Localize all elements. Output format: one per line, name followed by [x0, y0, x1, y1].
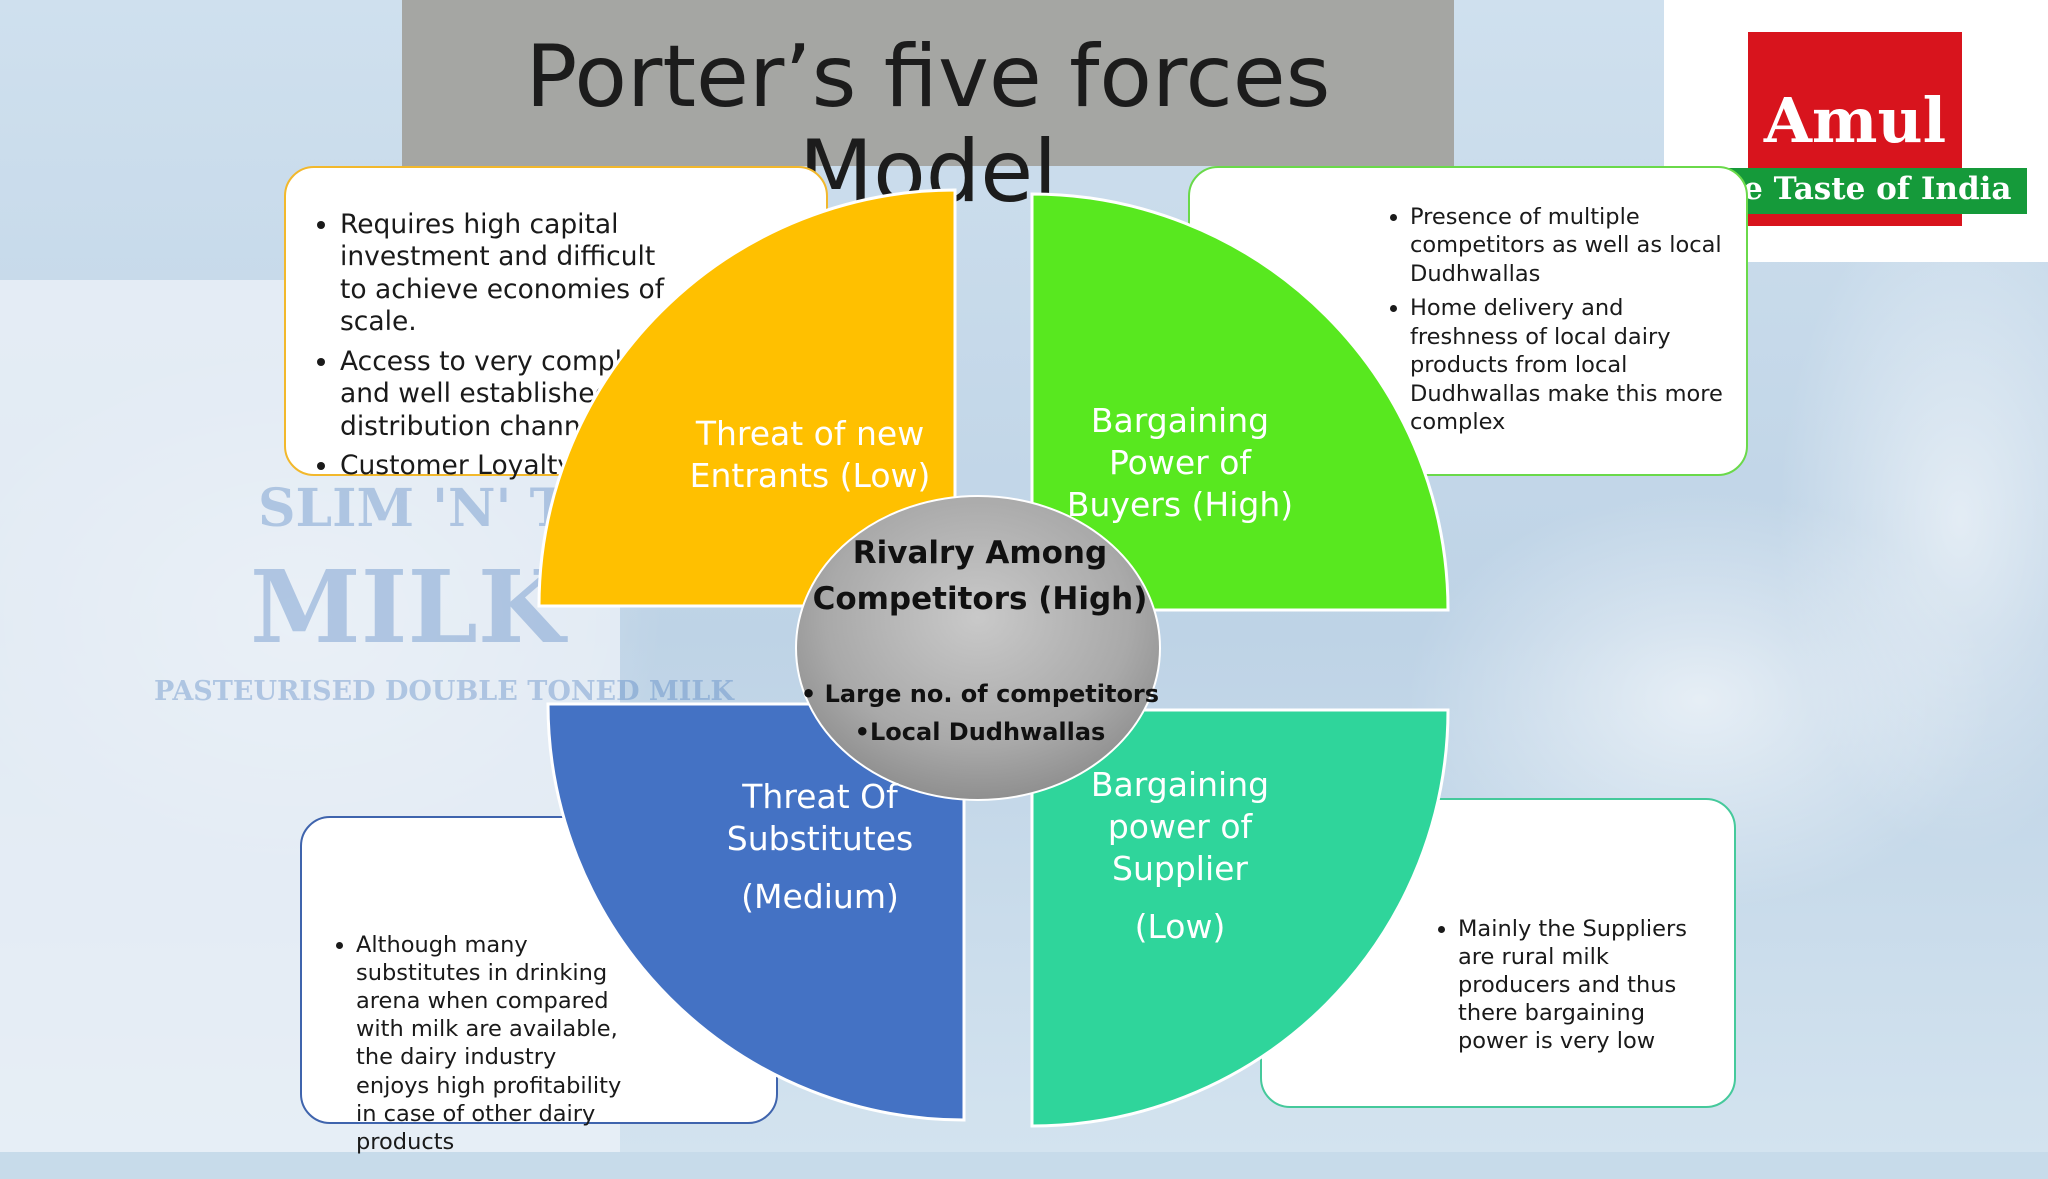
- supplier-quadrant: [1030, 708, 1450, 1128]
- buyers-notes: Presence of multiple competitors as well…: [1370, 180, 1730, 459]
- entrants-point: Access to very complex and well establis…: [340, 346, 680, 444]
- supplier-label-level: (Low): [1134, 907, 1226, 946]
- amul-logo-name: Amul: [1763, 84, 1947, 157]
- substitutes-notes: Although many substitutes in drinking ar…: [316, 908, 634, 1179]
- buyers-point: Presence of multiple competitors as well…: [1410, 203, 1730, 289]
- rivalry-title: Rivalry Among Competitors (High): [812, 535, 1148, 617]
- entrants-point: Requires high capital investment and dif…: [340, 209, 680, 339]
- supplier-label-name: Bargaining power of Supplier: [1090, 765, 1270, 888]
- rivalry-points: • Large no. of competitors •Local Dudhwa…: [790, 675, 1170, 751]
- background-text-line3: PASTEURISED DOUBLE TONED MILK: [154, 676, 734, 707]
- substitutes-label-level: (Medium): [741, 877, 899, 916]
- substitutes-label: Threat Of Substitutes (Medium): [690, 776, 950, 918]
- entrants-point: Customer Loyalty: [340, 450, 680, 483]
- buyers-point: Home delivery and freshness of local dai…: [1410, 294, 1730, 437]
- entrants-quadrant: [537, 188, 957, 608]
- supplier-point: Mainly the Suppliers are rural milk prod…: [1458, 915, 1718, 1056]
- buyers-label: Bargaining Power of Buyers (High): [1066, 401, 1294, 524]
- entrants-label: Threat of new Entrants (Low): [689, 414, 931, 495]
- supplier-notes: Mainly the Suppliers are rural milk prod…: [1418, 892, 1718, 1078]
- substitutes-point: Although many substitutes in drinking ar…: [356, 931, 634, 1157]
- entrants-notes: Requires high capital investment and dif…: [300, 182, 680, 509]
- supplier-label: Bargaining power of Supplier (Low): [1050, 764, 1310, 948]
- buyers-quadrant: [1030, 192, 1450, 612]
- substitutes-quadrant: [546, 702, 966, 1122]
- title-bar: [402, 0, 1454, 166]
- amul-logo-tagline: The Taste of India: [1697, 171, 2012, 207]
- rivalry-point: • Large no. of competitors: [800, 680, 1160, 708]
- rivalry-center-ellipse: [795, 495, 1161, 801]
- substitutes-label-name: Threat Of Substitutes: [726, 777, 914, 858]
- background-text-line2: MILK: [250, 548, 565, 666]
- rivalry-point: •Local Dudhwallas: [854, 718, 1106, 746]
- five-forces-diagram: [537, 188, 1450, 1128]
